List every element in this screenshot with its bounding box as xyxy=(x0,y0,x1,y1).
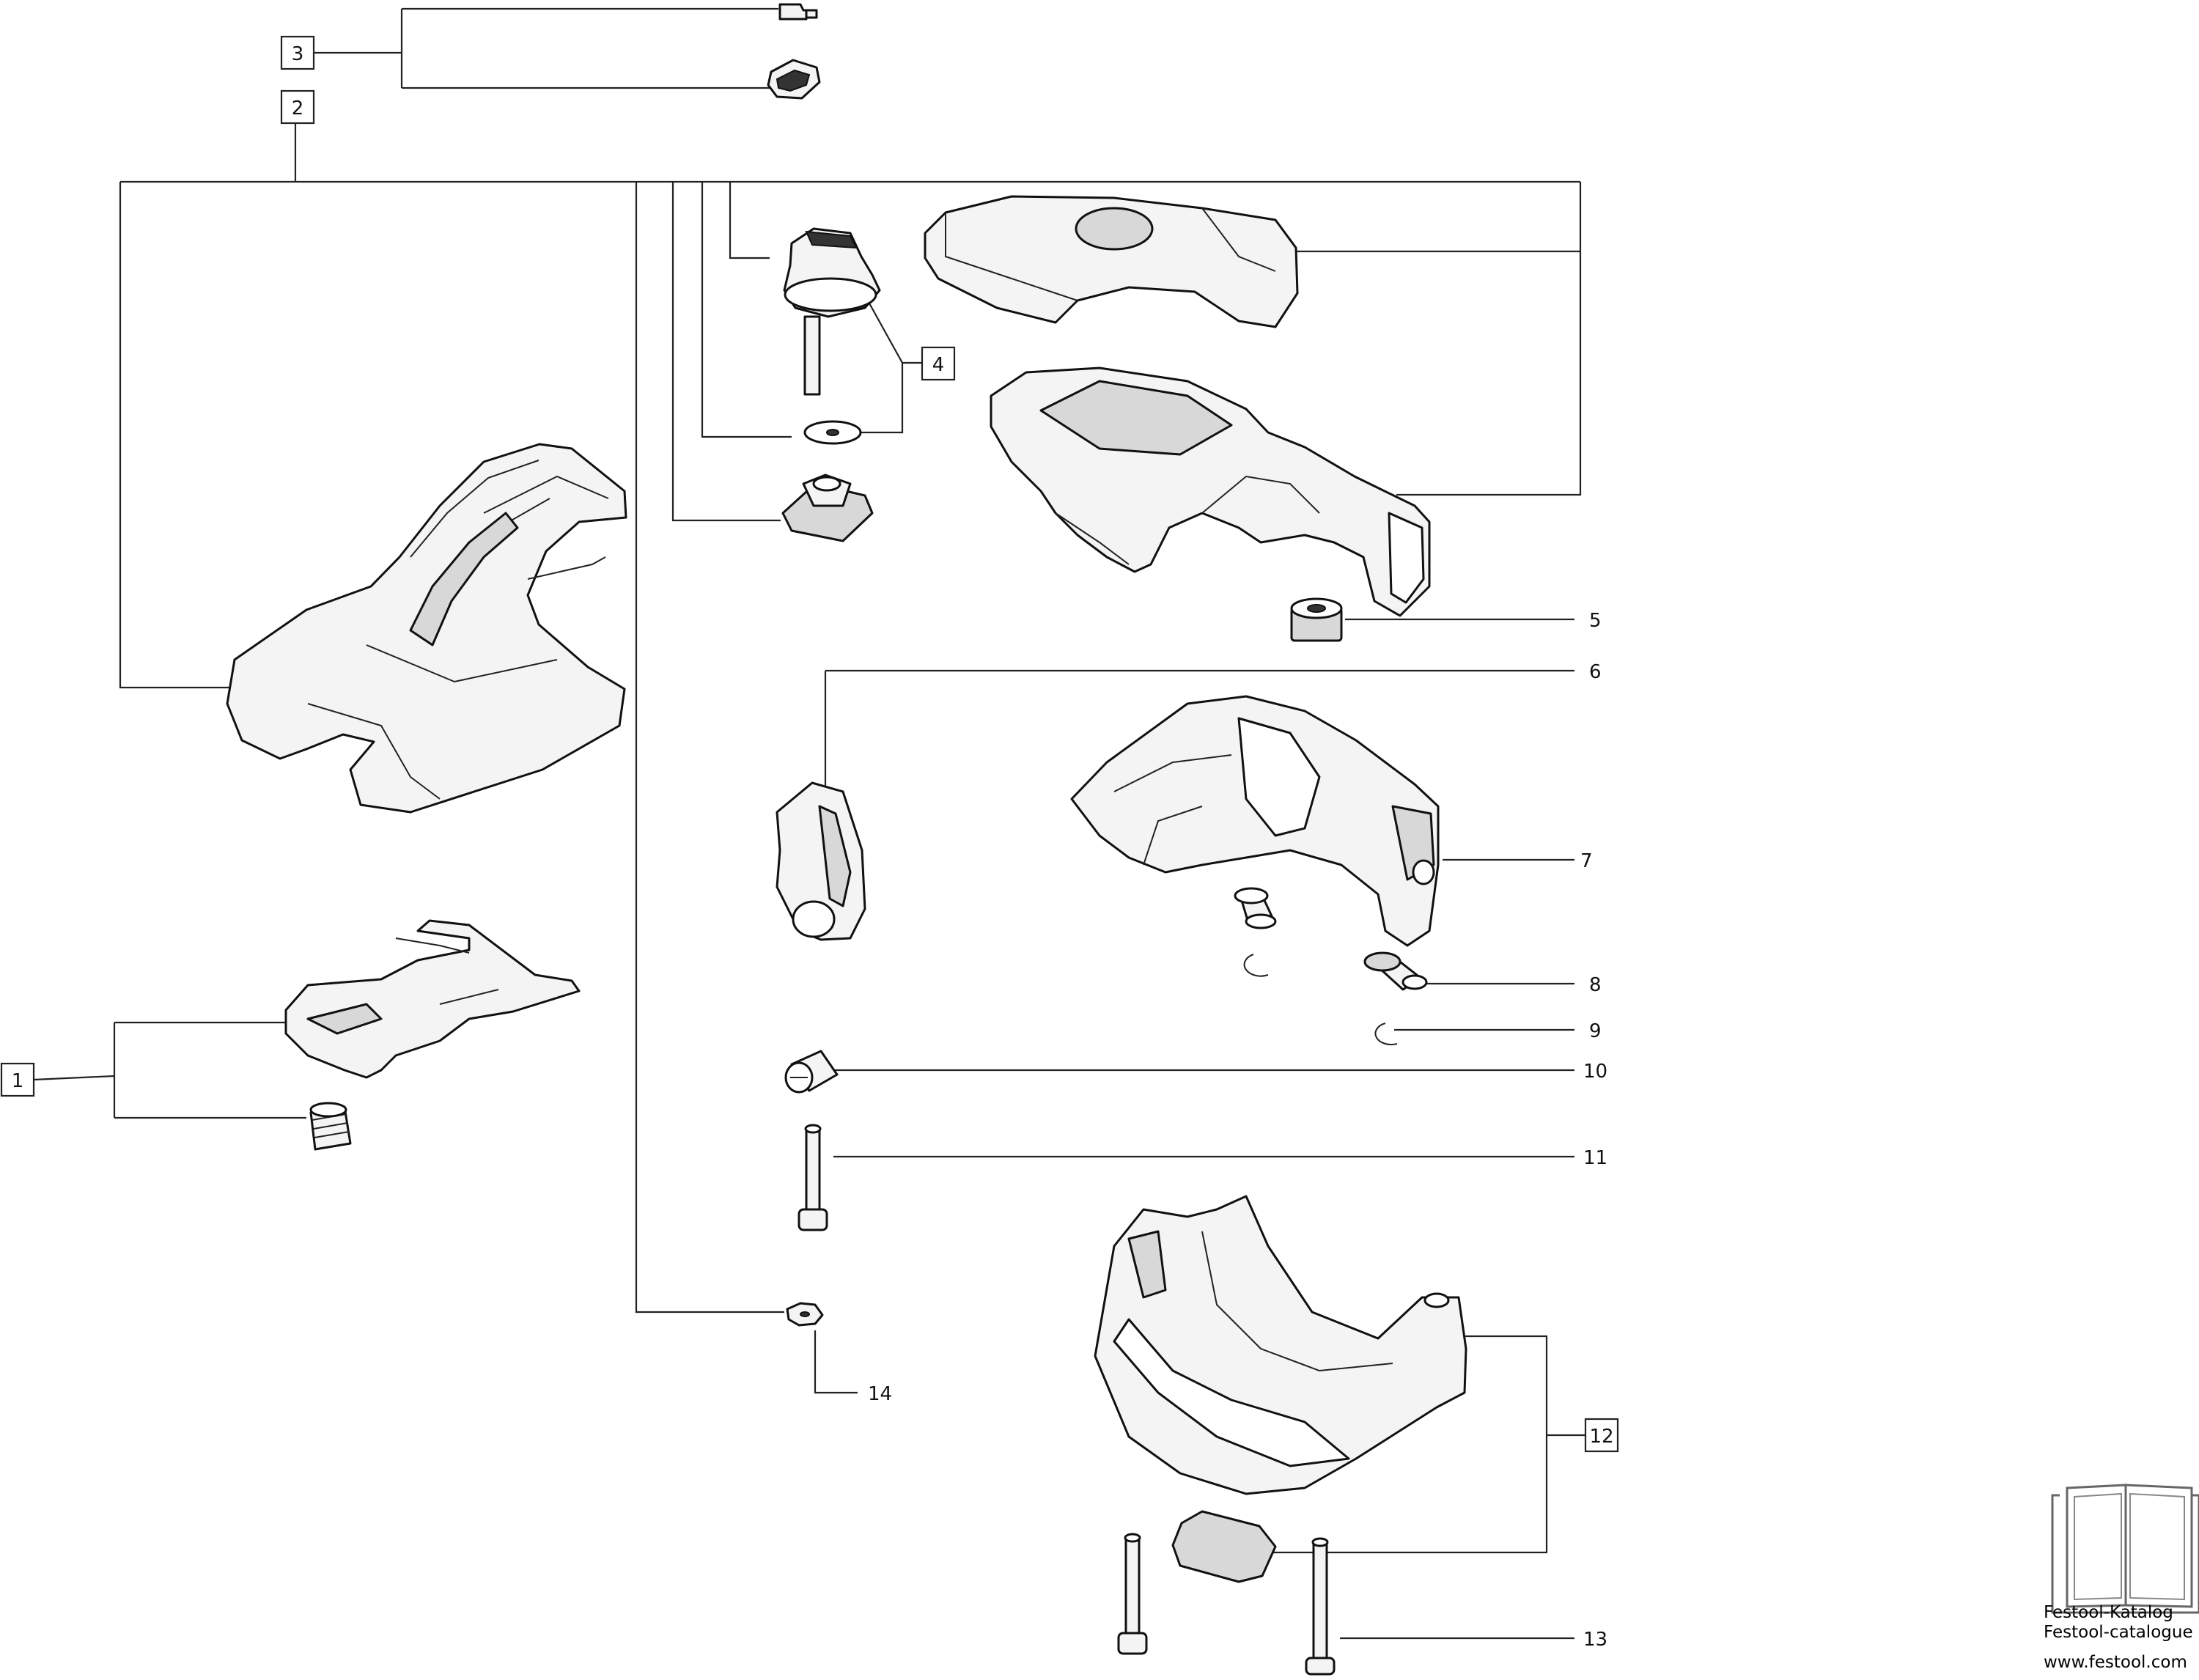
bushing-part xyxy=(1290,597,1343,642)
washer-part xyxy=(803,420,862,445)
bolt-part-13a xyxy=(1117,1533,1148,1655)
eccentric-pin-part xyxy=(784,1050,839,1094)
pin-part-2 xyxy=(1363,951,1428,991)
footer-catalog-de: Festool-Katalog xyxy=(2044,1603,2173,1622)
bolt-part xyxy=(798,1124,828,1231)
handle-housing-part xyxy=(990,366,1431,617)
callout-boxes xyxy=(0,35,1619,1453)
retaining-ring-part xyxy=(1243,954,1269,977)
handle-cover-part xyxy=(924,195,1299,328)
clip-part xyxy=(767,59,821,100)
callout-12: 12 xyxy=(1589,1426,1613,1448)
callout-14: 14 xyxy=(868,1383,892,1405)
rubber-pad-part xyxy=(1171,1510,1277,1583)
pin-part xyxy=(1234,887,1277,929)
callout-3: 3 xyxy=(292,43,304,65)
callout-9: 9 xyxy=(1589,1020,1602,1042)
callout-1: 1 xyxy=(12,1070,24,1092)
callout-13: 13 xyxy=(1583,1629,1607,1651)
slider-part xyxy=(284,919,581,1079)
callout-7: 7 xyxy=(1580,850,1593,872)
callout-5: 5 xyxy=(1589,610,1602,632)
lock-washer-part xyxy=(786,1302,824,1327)
spring-part xyxy=(309,1102,352,1151)
footer-url[interactable]: www.festool.com xyxy=(2044,1653,2187,1672)
nut-block-part xyxy=(781,474,874,542)
hinge-bracket-part xyxy=(1070,695,1440,947)
footer-catalog-en: Festool-catalogue xyxy=(2044,1623,2193,1642)
bolt-part-13b xyxy=(1305,1537,1336,1676)
base-housing-part xyxy=(226,443,627,814)
callout-11: 11 xyxy=(1583,1147,1607,1169)
callout-2: 2 xyxy=(292,97,304,119)
callout-6: 6 xyxy=(1589,661,1602,683)
lever-part xyxy=(776,781,866,941)
knob-part xyxy=(783,227,881,396)
callout-8: 8 xyxy=(1589,974,1602,996)
guard-shell-part xyxy=(1094,1195,1467,1495)
callout-10: 10 xyxy=(1583,1061,1607,1083)
retaining-ring-part-2 xyxy=(1374,1023,1398,1046)
open-book-icon xyxy=(2051,1484,2199,1614)
leader-lines xyxy=(33,7,1585,1640)
screw-small-part xyxy=(778,3,818,21)
callout-4: 4 xyxy=(932,354,945,376)
